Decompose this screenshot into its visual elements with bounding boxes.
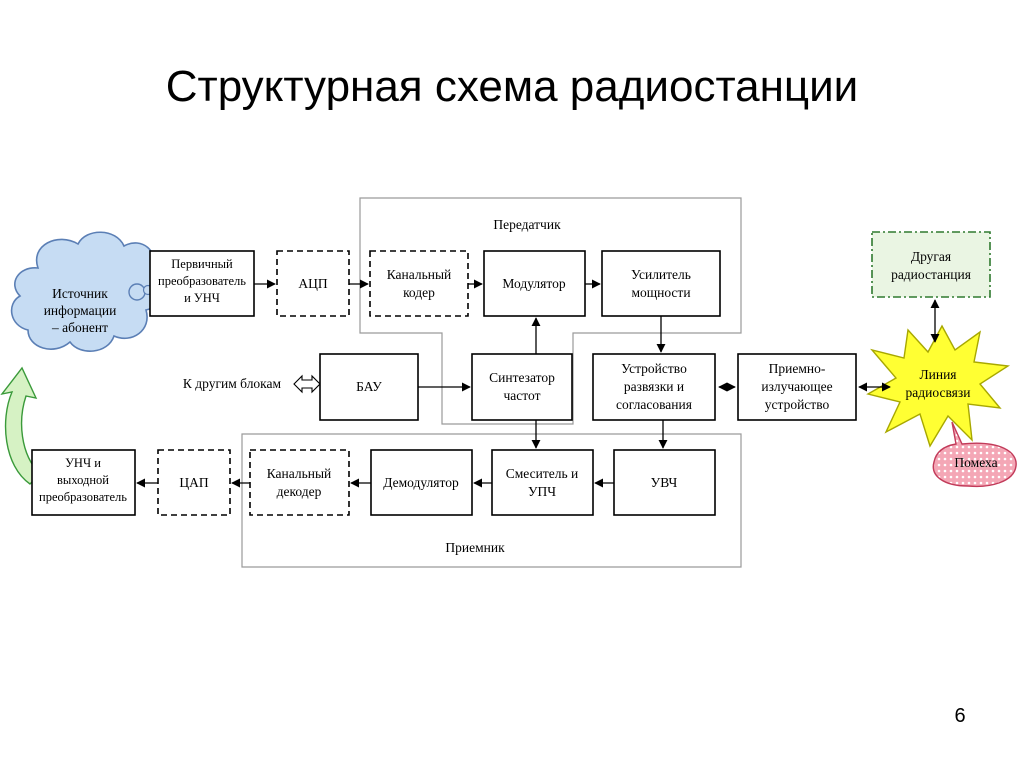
bau-label: БАУ — [356, 379, 382, 394]
output-converter-block — [31, 449, 136, 516]
double-arrow-icon — [293, 374, 321, 394]
antenna-line-3: устройство — [765, 397, 830, 412]
decoupling-device-block — [592, 353, 716, 421]
decoder-line-2: декодер — [277, 484, 322, 499]
page-number: 6 — [954, 705, 966, 727]
line-label-2: радиосвязи — [906, 385, 971, 400]
primary-line-2: преобразователь — [158, 274, 246, 288]
line-label-1: Линия — [919, 367, 956, 382]
synth-line-2: частот — [504, 388, 541, 403]
receiver-group-frame — [241, 433, 742, 568]
uvch-label: УВЧ — [651, 475, 678, 490]
receiver-label: Приемник — [445, 540, 505, 555]
slide-title: Структурная схема радиостанции — [165, 62, 859, 111]
source-line-1: Источник — [52, 286, 108, 301]
primary-line-3: и УНЧ — [184, 291, 220, 305]
dac-block — [157, 449, 231, 516]
other-station-line-1: Другая — [911, 249, 951, 264]
decoupler-line-3: согласования — [616, 397, 692, 412]
source-line-2: информации — [44, 303, 117, 318]
mixer-block — [491, 449, 594, 516]
amplifier-line-1: Усилитель — [631, 267, 691, 282]
decoupler-line-2: развязки и — [624, 379, 684, 394]
transmitter-label: Передатчик — [493, 217, 561, 232]
channel-decoder-block — [249, 449, 350, 516]
mixer-line-1: Смеситель и — [506, 466, 578, 481]
coder-line-2: кодер — [403, 285, 435, 300]
power-amplifier-block — [601, 250, 721, 317]
uvch-block — [613, 449, 716, 516]
synth-line-1: Синтезатор — [489, 370, 555, 385]
source-line-3: – абонент — [51, 320, 108, 335]
amplifier-line-2: мощности — [631, 285, 690, 300]
other-station-line-2: радиостанция — [891, 267, 971, 282]
source-cloud — [10, 231, 164, 352]
adc-block — [276, 250, 350, 317]
loop-arrow — [0, 366, 41, 485]
antenna-block — [737, 353, 857, 421]
output-line-2: выходной — [57, 473, 109, 487]
frequency-synthesizer-block — [471, 353, 573, 421]
output-line-3: преобразователь — [39, 490, 127, 504]
transmitter-group-frame — [359, 197, 742, 425]
modulator-label: Модулятор — [502, 276, 565, 291]
adc-label: АЦП — [298, 276, 327, 291]
other-station-block — [871, 231, 991, 298]
decoder-line-1: Канальный — [267, 466, 332, 481]
modulator-block — [483, 250, 586, 317]
dac-label: ЦАП — [179, 475, 208, 490]
antenna-line-1: Приемно- — [769, 361, 826, 376]
to-other-blocks-label: К другим блокам — [183, 376, 282, 391]
output-line-1: УНЧ и — [65, 456, 101, 470]
noise-callout — [932, 421, 1017, 488]
antenna-line-2: излучающее — [761, 379, 832, 394]
noise-label: Помеха — [954, 455, 997, 470]
demodulator-label: Демодулятор — [383, 475, 459, 490]
channel-coder-block — [369, 250, 469, 317]
bau-block — [319, 353, 419, 421]
radio-link-star — [866, 324, 1011, 448]
coder-line-1: Канальный — [387, 267, 452, 282]
primary-line-1: Первичный — [171, 257, 233, 271]
primary-converter-block — [149, 250, 255, 317]
mixer-line-2: УПЧ — [528, 484, 556, 499]
decoupler-line-1: Устройство — [621, 361, 687, 376]
